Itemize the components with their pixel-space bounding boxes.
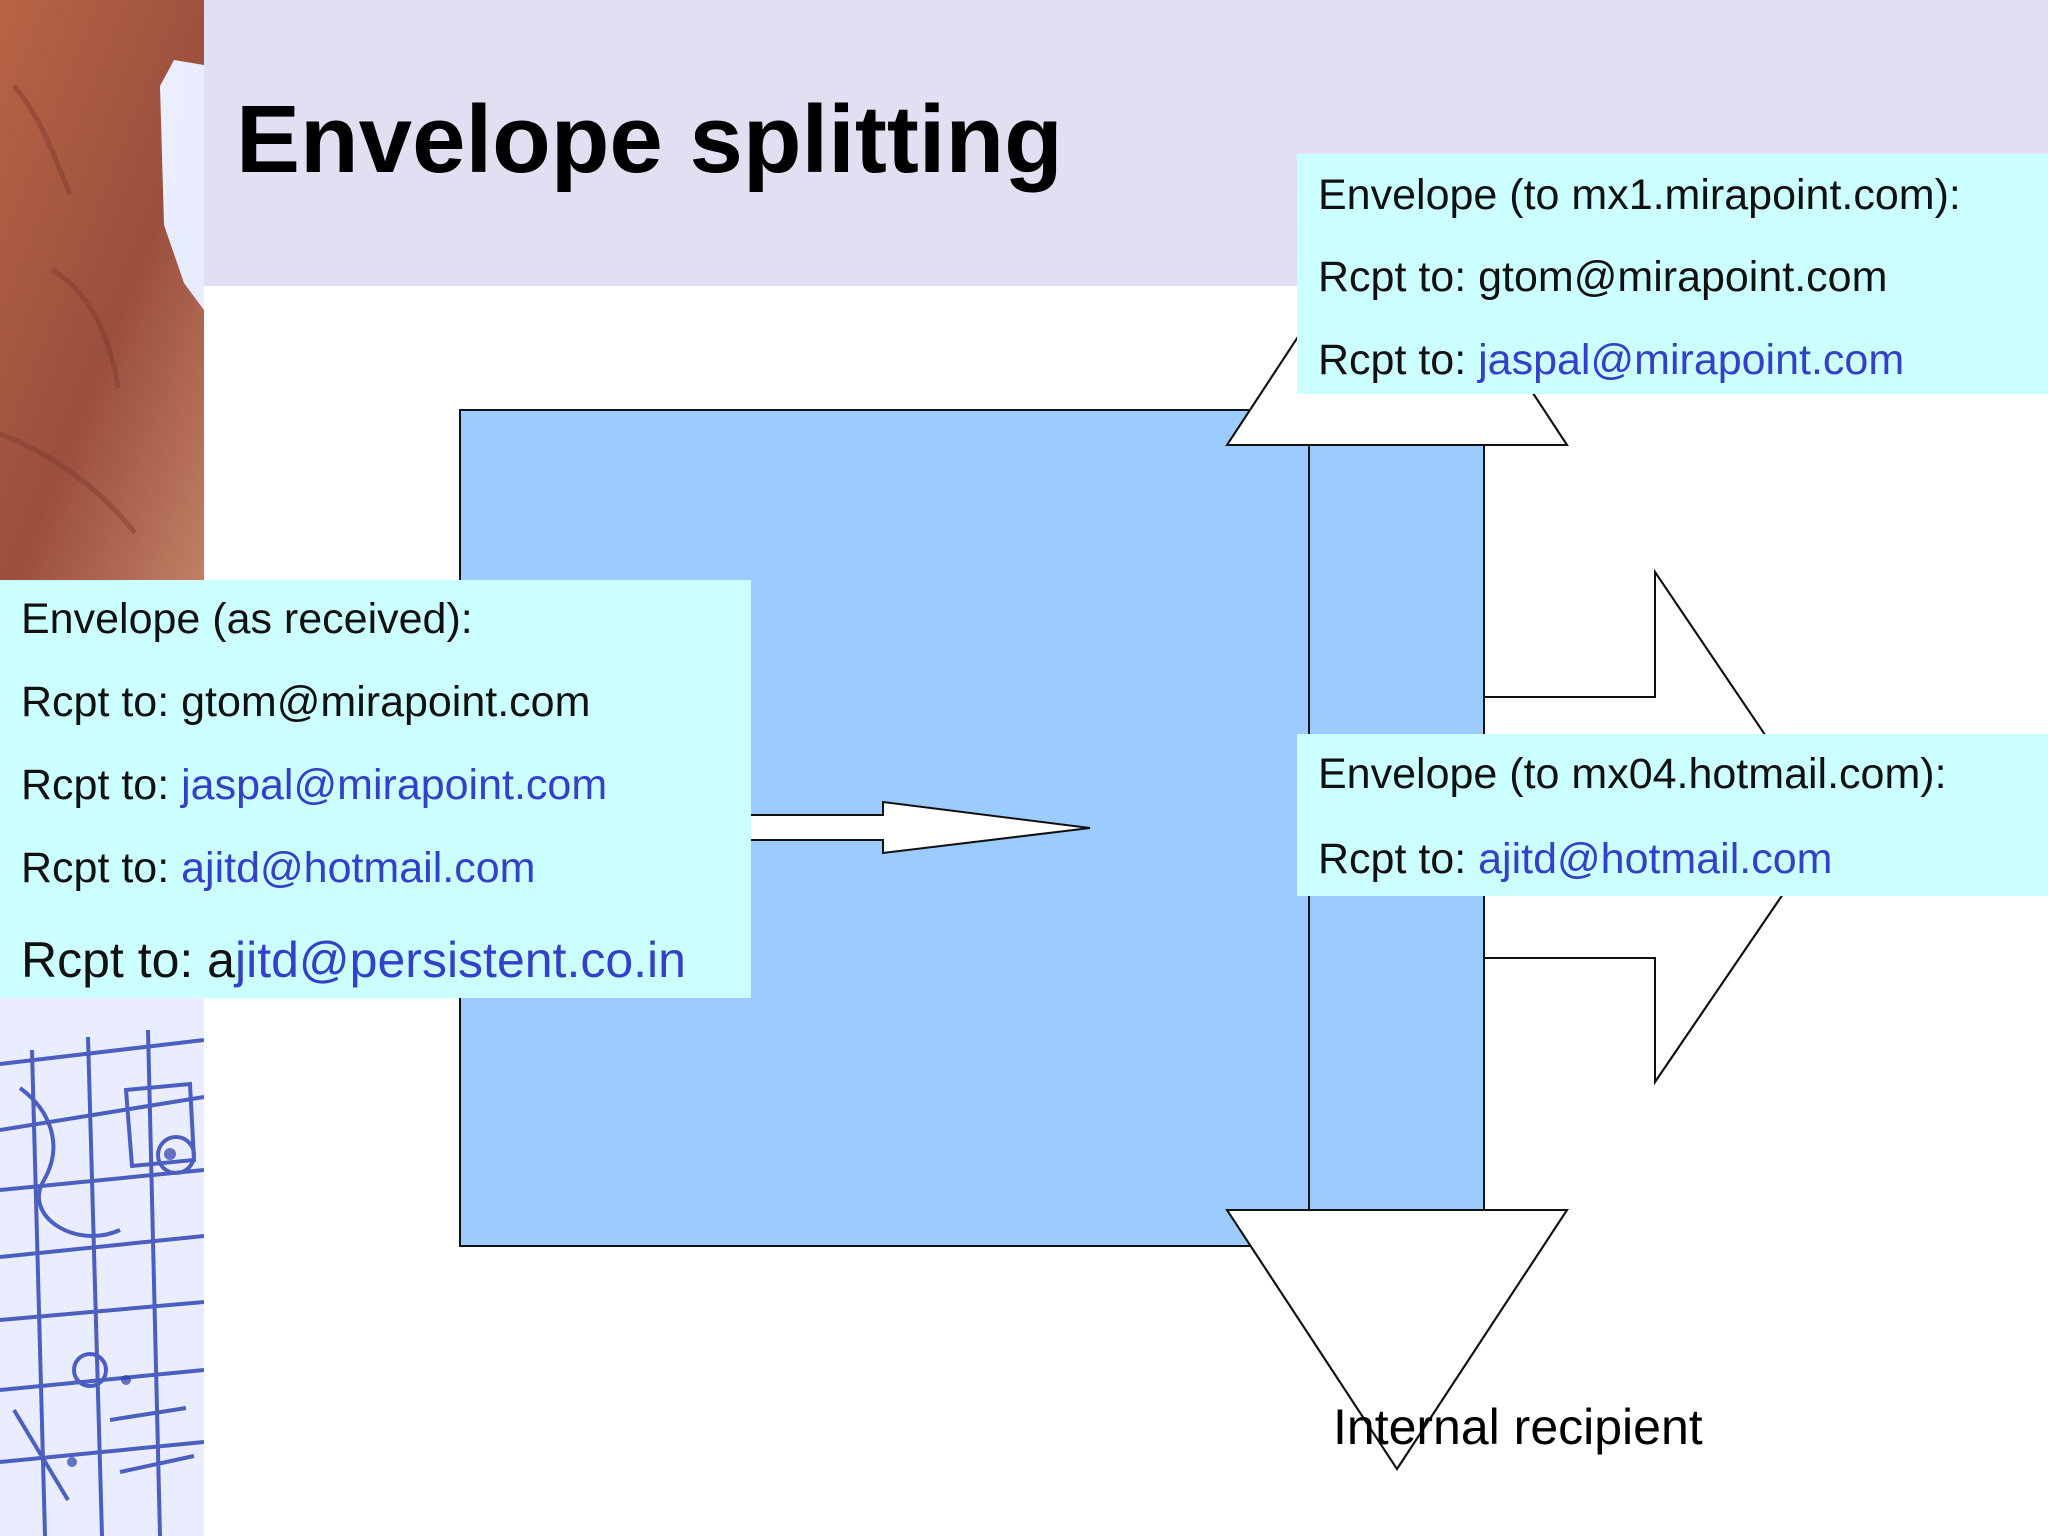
mx1-recipient-prefix: Rcpt to: bbox=[1318, 336, 1479, 384]
mx1-recipient-address-link[interactable]: jaspal@mirapoint.com bbox=[1478, 336, 1905, 384]
mx1-recipient-row-1: Rcpt to: gtom@mirapoint.com bbox=[1318, 256, 1887, 299]
hand-creases bbox=[0, 84, 151, 657]
mx1-recipient-address: gtom@mirapoint.com bbox=[1478, 253, 1888, 301]
mx1-envelope-box: Envelope (to mx1.mirapoint.com): Rcpt to… bbox=[1297, 154, 2048, 394]
hotmail-envelope-box: Envelope (to mx04.hotmail.com): Rcpt to:… bbox=[1297, 734, 2048, 896]
hotmail-recipient-row-1: Rcpt to: ajitd@hotmail.com bbox=[1318, 838, 1832, 881]
received-recipient-prefix: Rcpt to: bbox=[21, 678, 182, 726]
slide-title: Envelope splitting bbox=[236, 86, 1063, 193]
received-recipient-prefix: Rcpt to: bbox=[21, 844, 182, 892]
blueprint-dots bbox=[67, 1148, 176, 1467]
received-recipient-row-4: Rcpt to: ajitd@persistent.co.in bbox=[21, 935, 686, 985]
mx1-envelope-heading: Envelope (to mx1.mirapoint.com): bbox=[1318, 171, 1961, 219]
received-recipient-row-2: Rcpt to: jaspal@mirapoint.com bbox=[21, 764, 607, 807]
hotmail-envelope-heading: Envelope (to mx04.hotmail.com): bbox=[1318, 750, 1947, 798]
received-recipient-row-1: Rcpt to: gtom@mirapoint.com bbox=[21, 681, 590, 724]
internal-recipient-label: Internal recipient bbox=[1333, 1399, 1703, 1455]
received-recipient-prefix: Rcpt to: bbox=[21, 761, 182, 809]
received-recipient-row-3: Rcpt to: ajitd@hotmail.com bbox=[21, 847, 535, 890]
received-recipient-address-link[interactable]: jaspal@mirapoint.com bbox=[181, 761, 608, 809]
received-envelope-box: Envelope (as received): Rcpt to: gtom@mi… bbox=[0, 580, 751, 998]
hotmail-recipient-prefix: Rcpt to: bbox=[1318, 835, 1479, 883]
received-recipient-address-link[interactable]: jitd@persistent.co.in bbox=[235, 932, 686, 988]
received-recipient-address: gtom@mirapoint.com bbox=[181, 678, 591, 726]
received-envelope-heading: Envelope (as received): bbox=[21, 595, 473, 643]
mx1-recipient-prefix: Rcpt to: bbox=[1318, 253, 1479, 301]
mx1-recipient-row-2: Rcpt to: jaspal@mirapoint.com bbox=[1318, 339, 1904, 382]
received-recipient-address-link[interactable]: ajitd@hotmail.com bbox=[181, 844, 536, 892]
hotmail-recipient-address-link[interactable]: ajitd@hotmail.com bbox=[1478, 835, 1833, 883]
received-recipient-prefix: Rcpt to: a bbox=[21, 932, 235, 988]
hand-shape bbox=[0, 0, 204, 680]
blueprint-lines bbox=[0, 1029, 204, 1536]
